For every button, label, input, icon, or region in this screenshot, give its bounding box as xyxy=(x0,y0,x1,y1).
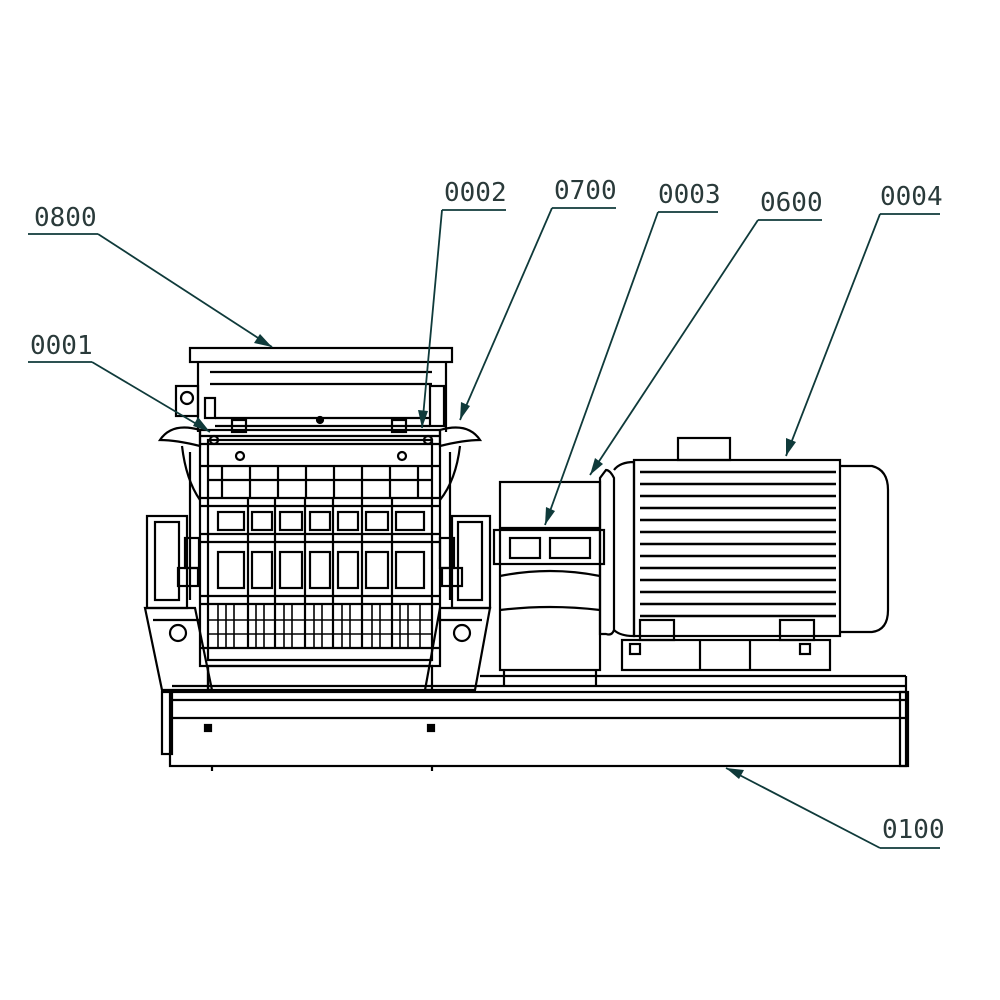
callout-label-0800: 0800 xyxy=(34,203,97,233)
callout-label-0002: 0002 xyxy=(444,178,507,208)
crusher-housing xyxy=(198,428,442,692)
callout-label-0100: 0100 xyxy=(882,815,945,845)
base-frame xyxy=(160,674,910,771)
motor xyxy=(598,436,890,672)
top-cover xyxy=(174,346,454,462)
callout-label-0001: 0001 xyxy=(30,331,93,361)
leader-lines xyxy=(28,207,940,849)
side-flaps xyxy=(157,426,483,600)
callout-label-0003: 0003 xyxy=(658,180,721,210)
callout-label-0600: 0600 xyxy=(760,188,823,218)
side-bearings xyxy=(145,514,492,610)
callout-label-0700: 0700 xyxy=(554,176,617,206)
leader-arrowheads xyxy=(193,334,796,779)
callout-label-0004: 0004 xyxy=(880,182,943,212)
